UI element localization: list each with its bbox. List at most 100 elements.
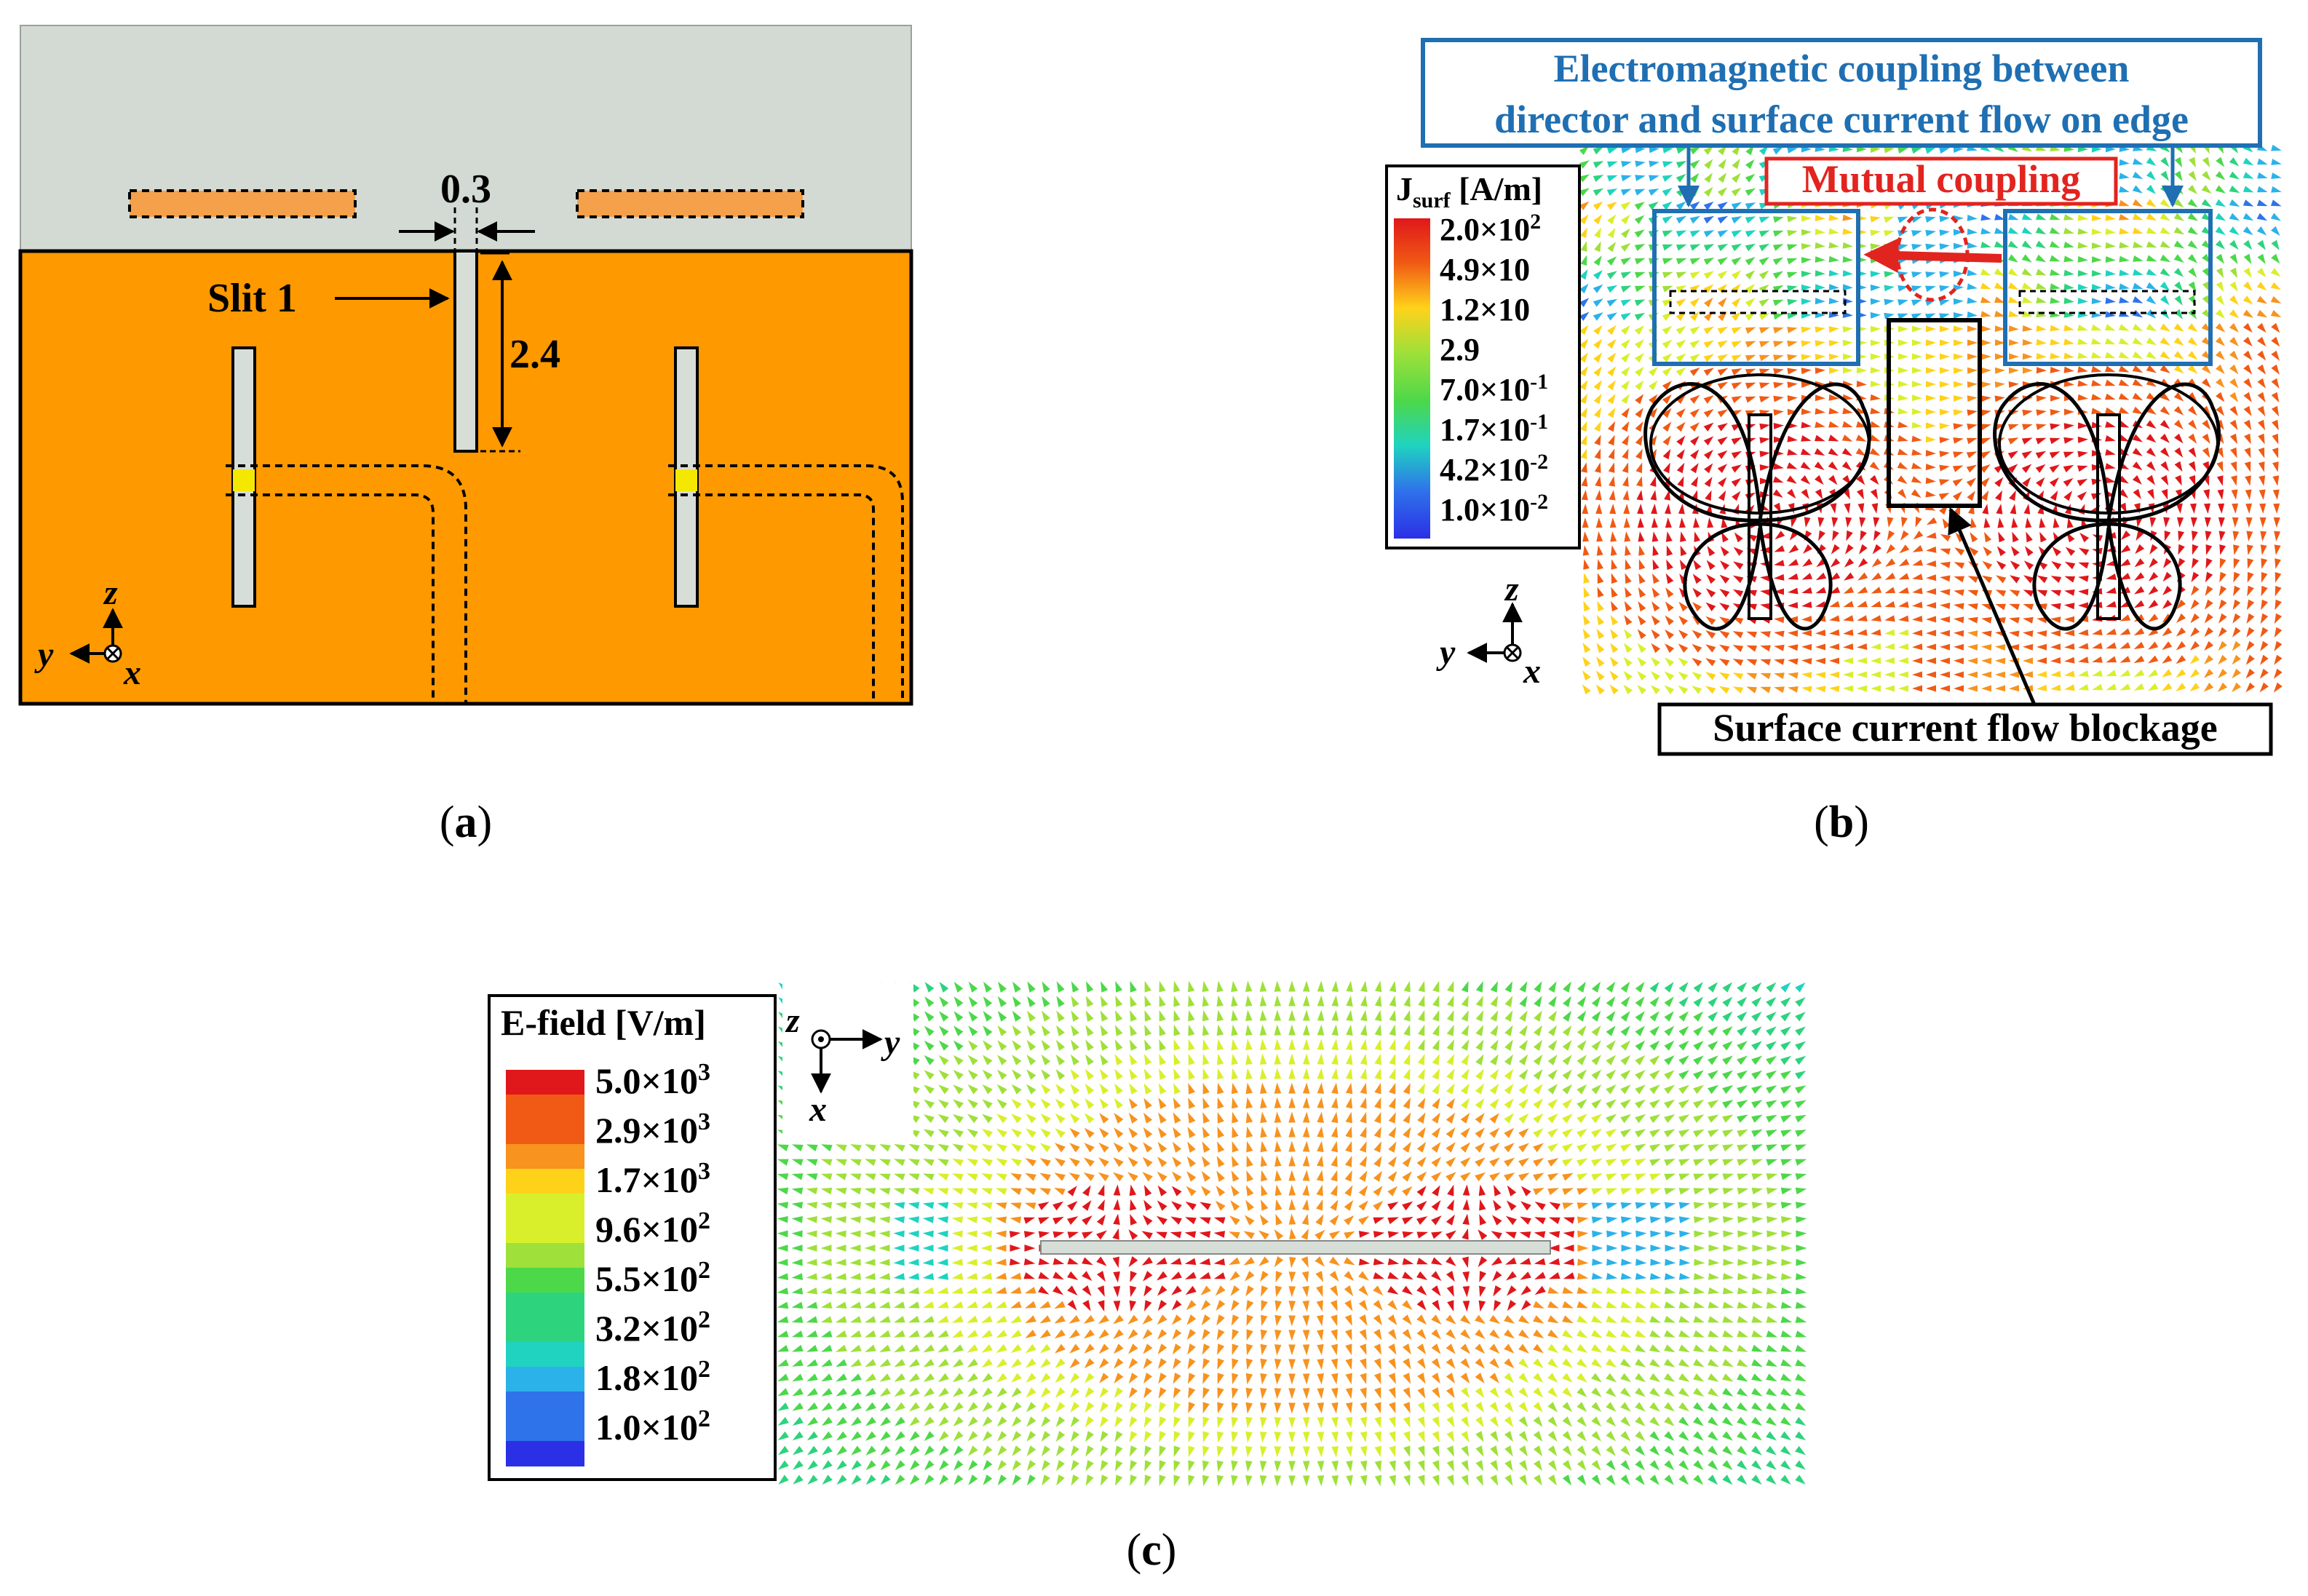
current-arrow [2134,586,2145,595]
efield-arrow [1172,1141,1182,1153]
efield-arrow [1099,1402,1109,1413]
efield-arrow [1184,1231,1197,1239]
efield-arrow [1025,1330,1036,1338]
efield-arrow [1173,1053,1181,1065]
efield-arrow [1446,1445,1454,1457]
current-arrow [1980,269,1991,276]
efield-arrow [1620,1040,1631,1051]
efield-arrow [1504,1098,1514,1109]
legend-b-label: 4.9×10 [1440,252,1530,287]
current-arrow [1718,644,1730,653]
current-arrow [2010,546,2020,557]
efield-arrow [1157,1314,1167,1325]
efield-arrow [850,1373,862,1382]
efield-arrow [821,1388,833,1397]
efield-arrow [1011,1098,1022,1109]
efield-arrow [967,1330,978,1338]
efield-arrow [880,1474,891,1485]
efield-arrow [1288,1286,1296,1298]
efield-arrow [1213,1258,1226,1266]
current-arrow [1870,475,1879,485]
current-arrow [1843,671,1854,678]
current-arrow [2271,378,2280,389]
current-arrow [2037,684,2047,691]
current-arrow [1844,572,1855,581]
efield-arrow [1534,1217,1546,1225]
current-arrow [2063,451,2074,458]
current-arrow [2133,488,2141,499]
efield-arrow [1173,1127,1181,1138]
current-arrow [1873,517,1880,528]
efield-arrow [1432,1009,1440,1022]
efield-arrow [1461,1068,1470,1080]
efield-arrow [1693,1416,1704,1426]
efield-arrow [967,1129,978,1138]
current-arrow [2187,323,2198,333]
efield-arrow [1491,1231,1502,1239]
efield-arrow [1520,1300,1531,1311]
current-arrow [1594,462,1601,473]
efield-arrow [1606,1025,1616,1036]
current-arrow [1597,587,1604,598]
efield-arrow [983,1040,993,1051]
current-arrow [1773,216,1784,223]
efield-arrow [1577,1128,1588,1138]
efield-arrow [1041,1084,1051,1095]
legend-b-label: 1.0×10-2 [1440,490,1548,528]
efield-arrow [835,1258,846,1266]
efield-arrow [1344,1285,1354,1297]
efield-arrow [1620,1273,1633,1280]
efield-arrow [953,1402,964,1412]
efield-arrow [1403,1068,1411,1080]
efield-arrow [849,1287,862,1295]
efield-arrow [1475,1402,1485,1413]
current-arrow [2190,627,2200,637]
current-arrow [2039,517,2046,528]
current-arrow [1926,616,1937,623]
current-arrow [1788,573,1799,580]
current-arrow [1940,616,1951,623]
current-arrow [2064,603,2075,610]
current-arrow [1606,298,1618,307]
current-arrow [2036,353,2047,360]
efield-arrow [1317,995,1325,1007]
current-arrow [1842,353,1853,360]
efield-arrow [1389,1024,1396,1036]
current-arrow [2257,186,2268,193]
efield-arrow [1067,1300,1077,1311]
efield-arrow [1114,1402,1123,1413]
efield-arrow [1098,1314,1109,1325]
efield-arrow [1100,1054,1109,1065]
efield-arrow [922,1244,934,1252]
efield-arrow [908,1387,920,1397]
current-arrow [1635,434,1643,446]
efield-arrow [1114,1083,1123,1095]
efield-arrow [1678,1330,1690,1338]
efield-arrow [1331,1314,1338,1327]
efield-arrow [1577,1416,1587,1427]
efield-arrow [894,1402,905,1412]
current-arrow [2174,309,2183,319]
efield-arrow [806,1244,817,1252]
efield-arrow [777,1173,789,1180]
efield-arrow [1766,982,1777,993]
current-arrow [2218,613,2227,624]
efield-arrow [1288,995,1296,1007]
current-arrow [1845,517,1852,528]
current-arrow [1912,559,1923,566]
efield-arrow [1260,1097,1267,1108]
current-arrow [2272,433,2279,445]
current-arrow [1871,587,1882,594]
efield-arrow [806,1373,818,1382]
efield-arrow [1115,996,1123,1007]
efield-arrow [1010,1315,1022,1324]
efield-arrow [996,1402,1007,1413]
current-arrow [1676,325,1686,335]
efield-arrow [1649,1402,1660,1412]
efield-arrow [1620,1287,1633,1294]
efield-arrow [937,1287,949,1294]
efield-arrow [923,1330,935,1338]
efield-arrow [1475,1460,1484,1472]
efield-arrow [1446,1358,1456,1369]
efield-arrow [1504,1431,1513,1442]
